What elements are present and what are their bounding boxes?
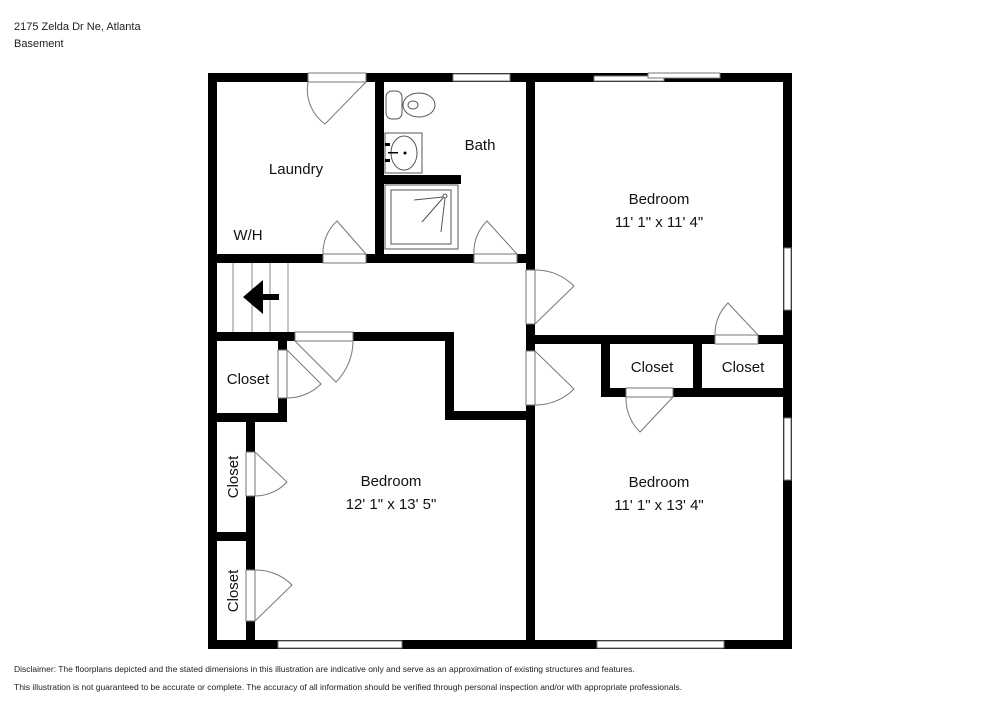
- laundry-exterior-door: [306, 72, 367, 125]
- level-label: Basement: [14, 38, 64, 50]
- room-label-closet-left: Closet: [227, 371, 270, 388]
- bedroom2-door: [294, 331, 354, 383]
- bedroom3-door: [525, 350, 575, 406]
- room-label-closet-vertical-2: Closet: [225, 569, 242, 612]
- room-label-laundry: Laundry: [269, 161, 324, 178]
- interior-walls: [208, 73, 792, 649]
- room-dimensions-bedroom-1: 11' 1" x 11' 4": [615, 214, 703, 231]
- window-bedroom1-b: [647, 72, 721, 79]
- window-bedroom3-side: [783, 417, 792, 481]
- window-bedroom1-side: [783, 247, 792, 311]
- laundry-door: [322, 220, 367, 264]
- window-bedroom2: [277, 640, 403, 649]
- closet-vertical-1-door: [245, 451, 288, 497]
- windows: [277, 72, 792, 649]
- closet-left-door: [277, 349, 322, 399]
- room-label-bedroom-1: Bedroom: [629, 191, 690, 208]
- room-dimensions-bedroom-3: 11' 1" x 13' 4": [614, 497, 704, 514]
- disclaimer-line-1: Disclaimer: The floorplans depicted and …: [14, 664, 635, 674]
- sink-icon: [384, 132, 423, 174]
- room-label-water-heater: W/H: [233, 227, 262, 244]
- bedroom3-closet-door: [625, 387, 674, 433]
- shower-icon: [384, 184, 459, 250]
- room-label-bedroom-3: Bedroom: [629, 474, 690, 491]
- room-dimensions-bedroom-2: 12' 1" x 13' 5": [346, 496, 437, 513]
- bedroom1-closet-door: [714, 302, 759, 345]
- room-label-bath: Bath: [465, 137, 496, 154]
- room-label-closet-right-2: Closet: [722, 359, 765, 376]
- outer-walls: [208, 73, 792, 649]
- room-label-closet-vertical-1: Closet: [225, 455, 242, 498]
- stairs-down-arrow-icon: [243, 280, 279, 314]
- toilet-icon: [385, 90, 436, 120]
- bedroom1-door: [525, 269, 575, 325]
- window-bath: [452, 73, 511, 82]
- doors[interactable]: [245, 72, 759, 622]
- room-label-closet-right-1: Closet: [631, 359, 674, 376]
- room-label-bedroom-2: Bedroom: [361, 473, 422, 490]
- window-bedroom3: [596, 640, 725, 649]
- bath-door: [473, 220, 518, 264]
- closet-vertical-2-door: [245, 569, 293, 622]
- address-label: 2175 Zelda Dr Ne, Atlanta: [14, 21, 141, 33]
- disclaimer-line-2: This illustration is not guaranteed to b…: [14, 682, 682, 692]
